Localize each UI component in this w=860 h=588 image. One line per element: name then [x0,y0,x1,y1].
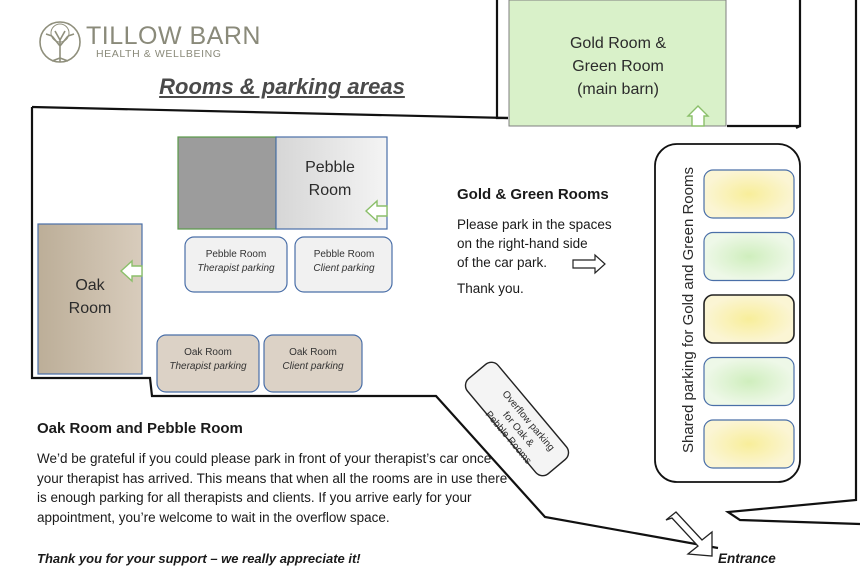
pebble-client-bay [294,236,393,293]
page-title: Rooms & parking areas [159,74,405,99]
gold-green-room [508,0,727,127]
pebble-room-annex [177,136,277,230]
site-boundary [30,0,860,550]
gold-room-entry-arrow [686,105,710,127]
shared-parking-bay [703,356,795,407]
right-arrow-icon [572,253,606,275]
shared-parking-label: Shared parking for Gold and Green Rooms [680,167,697,453]
oak-pebble-instructions: We’d be grateful if you could please par… [37,451,508,525]
overflow-parking [464,361,570,477]
shared-parking-bay [703,169,795,219]
shared-parking-bay [703,231,795,282]
tree-icon [39,21,81,63]
gold-green-thanks: Thank you. [457,281,524,296]
oak-room-entry-arrow [119,259,143,283]
entrance-arrow-icon [665,511,713,557]
shared-bays [703,169,795,469]
oak-client-bay [263,334,363,393]
pebble-therapist-bay [184,236,288,293]
gold-room-label: Gold Room &Green Room(main barn) [569,35,667,99]
pebble-room-entry-arrow [364,199,388,223]
shared-parking-bay [703,294,795,344]
brand-subtitle: HEALTH & WELLBEING [96,48,222,60]
oak-pebble-heading: Oak Room and Pebble Room [37,420,243,437]
shared-parking-bay [703,419,795,469]
entrance-label: Entrance [718,551,776,566]
oak-therapist-bay [156,334,260,393]
support-message: Thank you for your support – we really a… [37,551,361,566]
oak-room [37,223,143,375]
brand-name: TILLOW BARN [86,22,261,50]
gold-green-heading: Gold & Green Rooms [457,186,609,203]
